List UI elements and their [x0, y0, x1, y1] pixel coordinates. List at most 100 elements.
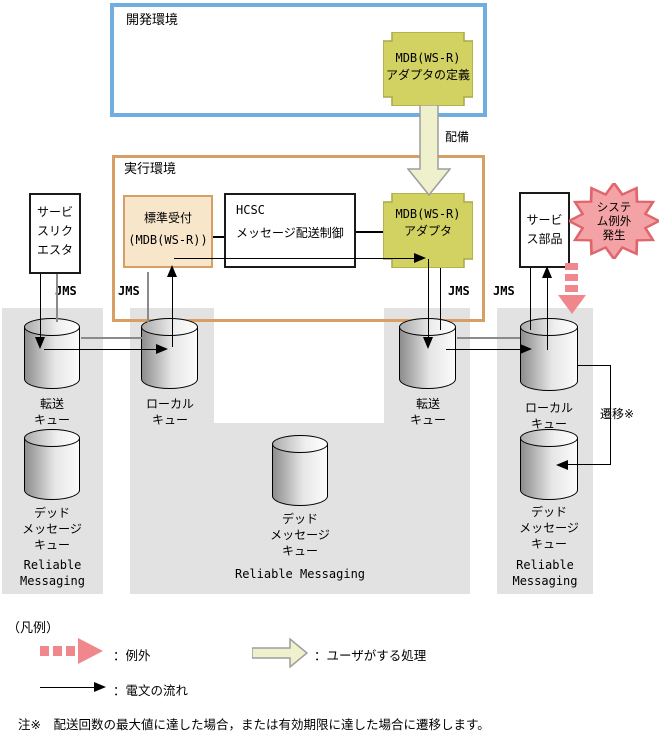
dev-environment-title: 開発環境: [126, 13, 179, 28]
system-exception-burst-icon: [569, 183, 659, 259]
jms-link-component: [530, 268, 531, 330]
service-component-line1: サービ: [526, 213, 563, 227]
queue-link-left: [81, 337, 142, 339]
arrowhead-left-icon: [556, 460, 568, 470]
legend-flow-label: ：電文の流れ: [113, 683, 189, 698]
dead-message-queue-left-label: デッド メッセージ キュー: [12, 505, 92, 553]
label-line: ローカル: [145, 397, 194, 411]
adapter-definition-shape: [383, 32, 473, 106]
legend-flow-arrowhead-icon: [94, 682, 106, 692]
jms-link-reception: [147, 272, 149, 322]
label-line: デッド: [530, 505, 567, 519]
standard-reception-box: [123, 195, 213, 268]
service-requester-line3: エスタ: [36, 243, 73, 257]
flow-line-requester-to-transfer: [40, 274, 41, 338]
legend-user-label: ：ユーザがする処理: [314, 648, 427, 663]
transfer-queue-left-label: 転送 キュー: [12, 396, 92, 428]
label-line: Reliable: [516, 558, 574, 572]
label-line: 転送: [39, 397, 64, 411]
jms-label-requester: JMS: [55, 284, 77, 298]
local-queue-left-cylinder: [141, 318, 198, 389]
panel-center-notch: [214, 308, 384, 423]
flow-line-transfer-to-local-left: [44, 349, 157, 350]
standard-reception-label: 標準受付 (MDB(WS-R)): [123, 207, 213, 251]
system-exception-line1: システ: [596, 200, 632, 214]
exception-arrow-dash: [565, 263, 578, 270]
dead-message-queue-left-cylinder: [24, 429, 80, 500]
dead-message-queue-center-label: デッド メッセージ キュー: [260, 511, 340, 559]
jms-label-component: JMS: [493, 284, 515, 298]
legend-exception-dash: [66, 646, 75, 656]
jms-label-adapter: JMS: [448, 284, 470, 298]
label-line: メッセージ: [519, 521, 579, 535]
arrowhead-down-icon: [423, 337, 433, 349]
label-line: メッセージ: [22, 522, 82, 536]
reliable-messaging-left-label: Reliable Messaging: [2, 557, 103, 589]
label-line: キュー: [33, 413, 70, 427]
label-line: デッド: [33, 506, 70, 520]
label-line: キュー: [281, 544, 318, 558]
adapter-definition-line2: アダプタの定義: [385, 68, 470, 82]
connector-hcsc-adapter: [356, 231, 383, 233]
flow-line-local-to-component: [547, 277, 548, 350]
legend-exception-label: ：例外: [113, 648, 151, 663]
label-line: キュー: [530, 417, 567, 431]
dead-message-queue-right-cylinder: [520, 429, 578, 500]
transition-line-bottom: [568, 464, 611, 465]
arrowhead-up-icon: [167, 265, 177, 277]
service-requester-box: [29, 193, 81, 274]
adapter-definition-line1: MDB(WS-R): [395, 51, 461, 65]
arrowhead-down-icon: [35, 337, 45, 349]
label-line: Messaging: [19, 574, 86, 588]
deploy-arrow-icon: [407, 105, 451, 196]
system-exception-line2: ム例外: [596, 214, 632, 228]
service-component-line2: ス部品: [526, 232, 563, 246]
jms-label-reception: JMS: [118, 284, 140, 298]
mdb-adapter-line1: MDB(WS-R): [395, 207, 461, 221]
service-requester-line1: サービ: [36, 205, 73, 219]
connector-reception-hcsc: [213, 236, 224, 238]
service-requester-line2: スリク: [36, 224, 73, 238]
label-line: キュー: [151, 413, 188, 427]
arrowhead-right-icon: [156, 344, 168, 354]
standard-reception-line1: 標準受付: [143, 211, 192, 225]
service-requester-label: サービ スリク エスタ: [29, 203, 81, 260]
reliable-messaging-center-label: Reliable Messaging: [234, 567, 366, 581]
label-line: キュー: [409, 413, 446, 427]
reliable-messaging-right-label: Reliable Messaging: [497, 557, 593, 589]
system-exception-label: システ ム例外 発生: [576, 200, 652, 242]
standard-reception-line2: (MDB(WS-R)): [128, 233, 208, 247]
legend-exception-dash: [40, 646, 49, 656]
dead-message-queue-right-label: デッド メッセージ キュー: [509, 504, 589, 552]
note-text: 注※ 配送回数の最大値に達した場合，または有効期限に達した場合に遷移します。: [18, 717, 490, 732]
transfer-queue-left-cylinder: [24, 318, 80, 389]
exception-arrow-dash: [565, 285, 578, 292]
service-component-box: [519, 192, 570, 268]
dead-message-queue-center-cylinder: [272, 435, 328, 506]
jms-link-requester: [56, 274, 58, 322]
local-queue-right-cylinder: [520, 318, 578, 391]
transition-line-vertical: [610, 365, 611, 465]
hcsc-line1: HCSC: [236, 203, 265, 217]
label-line: キュー: [33, 538, 70, 552]
queue-link-right: [457, 337, 520, 339]
service-component-label: サービ ス部品: [519, 211, 570, 249]
flow-line-reception-to-adapter: [174, 258, 414, 259]
local-queue-right-label: ローカル キュー: [509, 400, 589, 432]
arrowhead-up-icon: [542, 266, 552, 278]
label-line: デッド: [281, 512, 318, 526]
hcsc-line2: メッセージ配送制御: [236, 226, 344, 240]
jms-link-adapter: [440, 268, 441, 330]
runtime-environment-box: [112, 155, 485, 322]
legend-flow-line: [40, 687, 97, 688]
label-line: ローカル: [524, 401, 573, 415]
label-line: キュー: [530, 537, 567, 551]
legend-exception-arrowhead-icon: [78, 638, 103, 664]
hcsc-box: [224, 193, 356, 268]
flow-line-local-to-reception: [172, 276, 173, 347]
arrowhead-right-icon: [414, 253, 426, 263]
legend-exception-dash: [53, 646, 62, 656]
exception-arrowhead-icon: [558, 295, 586, 314]
legend-title: （凡例）: [7, 621, 60, 636]
